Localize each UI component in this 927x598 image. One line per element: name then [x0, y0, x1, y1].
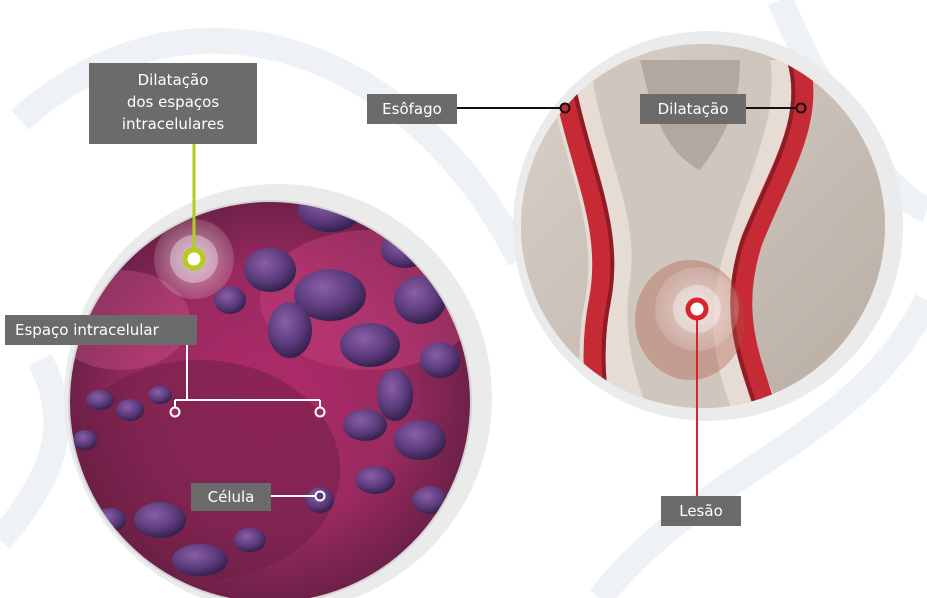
dilatation-marker-dot: [185, 250, 203, 268]
espaco-marker-right: [316, 408, 325, 417]
lesao-label: Lesão: [661, 496, 741, 526]
esofago-marker: [561, 104, 570, 113]
esofago-label: Esôfago: [367, 94, 457, 124]
espaco-intracelular-label: Espaço intracelular: [5, 315, 197, 345]
dilatacao-espacos-line-3: intracelulares: [99, 113, 247, 135]
cell-tissue-view: [50, 144, 492, 598]
dilatacao-espacos-label: Dilatação dos espaços intracelulares: [89, 63, 257, 144]
lesion-marker-dot: [688, 300, 706, 318]
dilatacao-espacos-line-2: dos espaços: [99, 91, 247, 113]
dilatacao-espacos-line-1: Dilatação: [99, 69, 247, 91]
dilatacao-marker: [797, 104, 806, 113]
espaco-marker-left: [171, 408, 180, 417]
dilatacao-label: Dilatação: [640, 94, 746, 124]
celula-label: Célula: [191, 483, 271, 511]
celula-marker: [316, 492, 325, 501]
